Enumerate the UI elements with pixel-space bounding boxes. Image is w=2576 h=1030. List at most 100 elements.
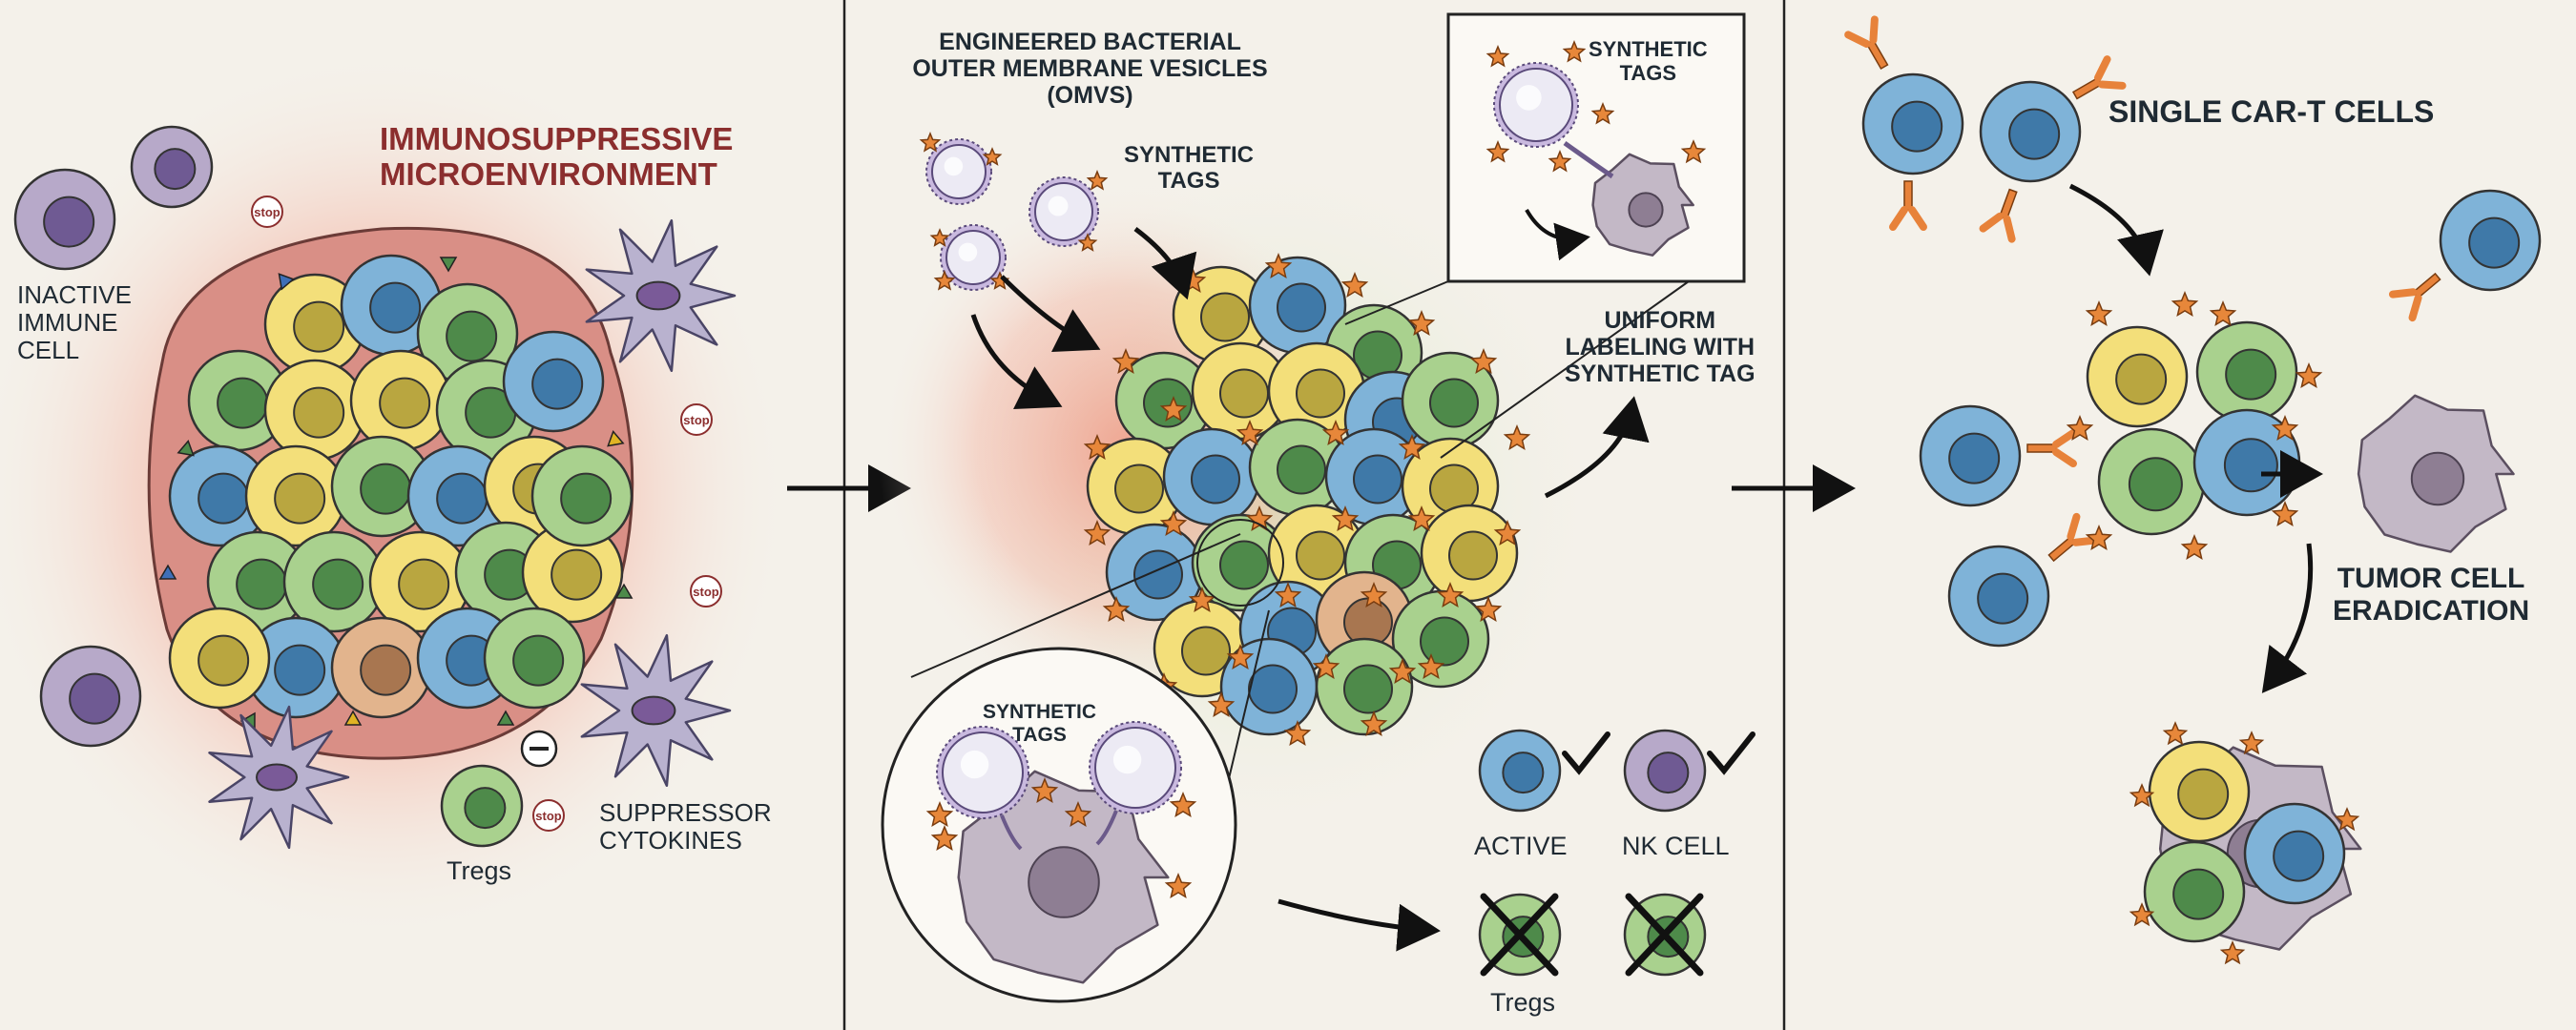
synthetic-tag-star [2238,731,2265,755]
immune-status-cells [1478,729,1755,977]
cell-nucleus [398,558,450,610]
cell-nucleus [1429,378,1479,428]
inset-pointer-a [1344,280,1449,325]
tumor-eradication-label: TUMOR CELL ERADICATION [2333,563,2530,627]
stop-sign [532,799,565,832]
active-label: ACTIVE [1474,832,1568,860]
checkmark-nk [1707,731,1755,775]
cell-nucleus [1296,530,1345,581]
cell-nucleus [293,300,345,353]
synthetic-tag-star [1321,420,1350,446]
synthetic-tag-star [1236,420,1264,446]
single-car-t-title: SINGLE CAR-T CELLS [2109,94,2435,129]
synthetic-tag-star [1086,170,1109,191]
synthetic-tag-star [1077,233,1098,252]
cell-nucleus [464,787,507,830]
suppressor-nucleus [631,695,676,726]
synthetic-tag-star [930,825,959,852]
synthetic-tag-star [1388,658,1417,685]
tregs-label-panel1: Tregs [447,856,512,885]
synthetic-tag-star [1680,139,1707,164]
synthetic-tag-star [1164,873,1193,899]
cell-nucleus [2273,830,2325,882]
synthetic-tag-star [1111,348,1140,375]
synthetic-tag-star [1159,510,1188,537]
inset-arrow [1525,208,1590,261]
omv-title: ENGINEERED BACTERIAL OUTER MEMBRANE VESI… [912,29,1268,109]
synthetic-tag-star [1548,150,1572,173]
synthetic-tag-star [1407,505,1436,532]
stop-sign [680,403,713,436]
car-receptor [2071,55,2127,100]
synthetic-tag-star [1485,45,1510,68]
synthetic-tag-star [2066,415,2094,442]
inset-synthetic-tags-label: SYNTHETIC TAGS [1589,37,1708,85]
synthetic-tag-star [2295,362,2323,389]
labeled-tumor-cluster [1083,253,1531,747]
car-receptor [2388,272,2441,322]
tumor-antigen [158,564,177,580]
cell-nucleus [1647,752,1690,794]
cell-nucleus [69,672,121,725]
synthetic-tag-star [1274,582,1302,608]
cell-nucleus [1343,664,1393,714]
tumor-cell-cluster [158,254,634,731]
synthetic-tag-star [1474,596,1503,623]
omv-tether-1 [1000,814,1023,851]
cell-nucleus [551,548,603,601]
synthetic-tag-star [1398,434,1426,461]
cell-nucleus [1219,368,1269,419]
nk-cell-label: NK CELL [1622,832,1730,860]
omv-highlight [1112,745,1142,774]
synthetic-tag-star [1360,582,1388,608]
arrow-uniform-label [1544,396,1650,499]
synthetic-tag-star [2171,291,2199,318]
cross-treg-1 [1480,893,1559,977]
synthetic-tag-star [2180,534,2209,561]
cell-nucleus [446,310,498,362]
synthetic-tag-star [1562,40,1587,63]
arrow-eradication [2261,543,2314,693]
cell-nucleus [1353,454,1402,505]
cell-nucleus [436,472,488,525]
omv-tether-2 [1095,810,1118,846]
synthetic-tag-star [1469,348,1498,375]
omv-vesicles [919,132,1109,291]
tregs-label-panel2: Tregs [1490,988,1556,1017]
cell-nucleus [197,472,250,525]
car-receptor [1844,15,1889,71]
suppressor-cytokines-label: SUPPRESSOR CYTOKINES [599,798,772,855]
omv-highlight [1516,85,1542,111]
cell-nucleus [2008,108,2061,160]
cell-nucleus [1248,664,1298,714]
cell-nucleus [236,558,288,610]
synthetic-tag-star [2085,525,2113,551]
omv-tether [1563,140,1614,179]
cell-nucleus [274,644,326,696]
cell-nucleus [1200,292,1250,342]
zoom-source-ring [1196,519,1284,607]
synthetic-tag-star [2271,415,2299,442]
cell-nucleus [1191,454,1240,505]
suppressor-nucleus [635,280,681,311]
synthetic-tag-star [1590,102,1615,125]
synthetic-tag-star [1503,424,1531,451]
synthetic-tag-star [2209,300,2237,327]
car-receptor [2026,429,2077,467]
cell-nucleus [360,644,412,696]
cell-nucleus [2115,353,2168,405]
cell-nucleus [1296,368,1345,419]
synthetic-tag-star [1436,582,1465,608]
inactive-immune-cell-label: INACTIVE IMMUNE CELL [17,280,132,365]
cell-nucleus [1448,530,1498,581]
synthetic-tag-star [1264,253,1293,279]
synthetic-tag-star [1102,596,1131,623]
synthetic-tag-star [1485,140,1510,163]
car-receptor [1979,188,2018,243]
stop-text: stop [693,585,719,599]
cell-nucleus [1948,432,2001,484]
arrow-omv-1 [1133,227,1197,300]
synthetic-tag-star [1340,272,1369,299]
